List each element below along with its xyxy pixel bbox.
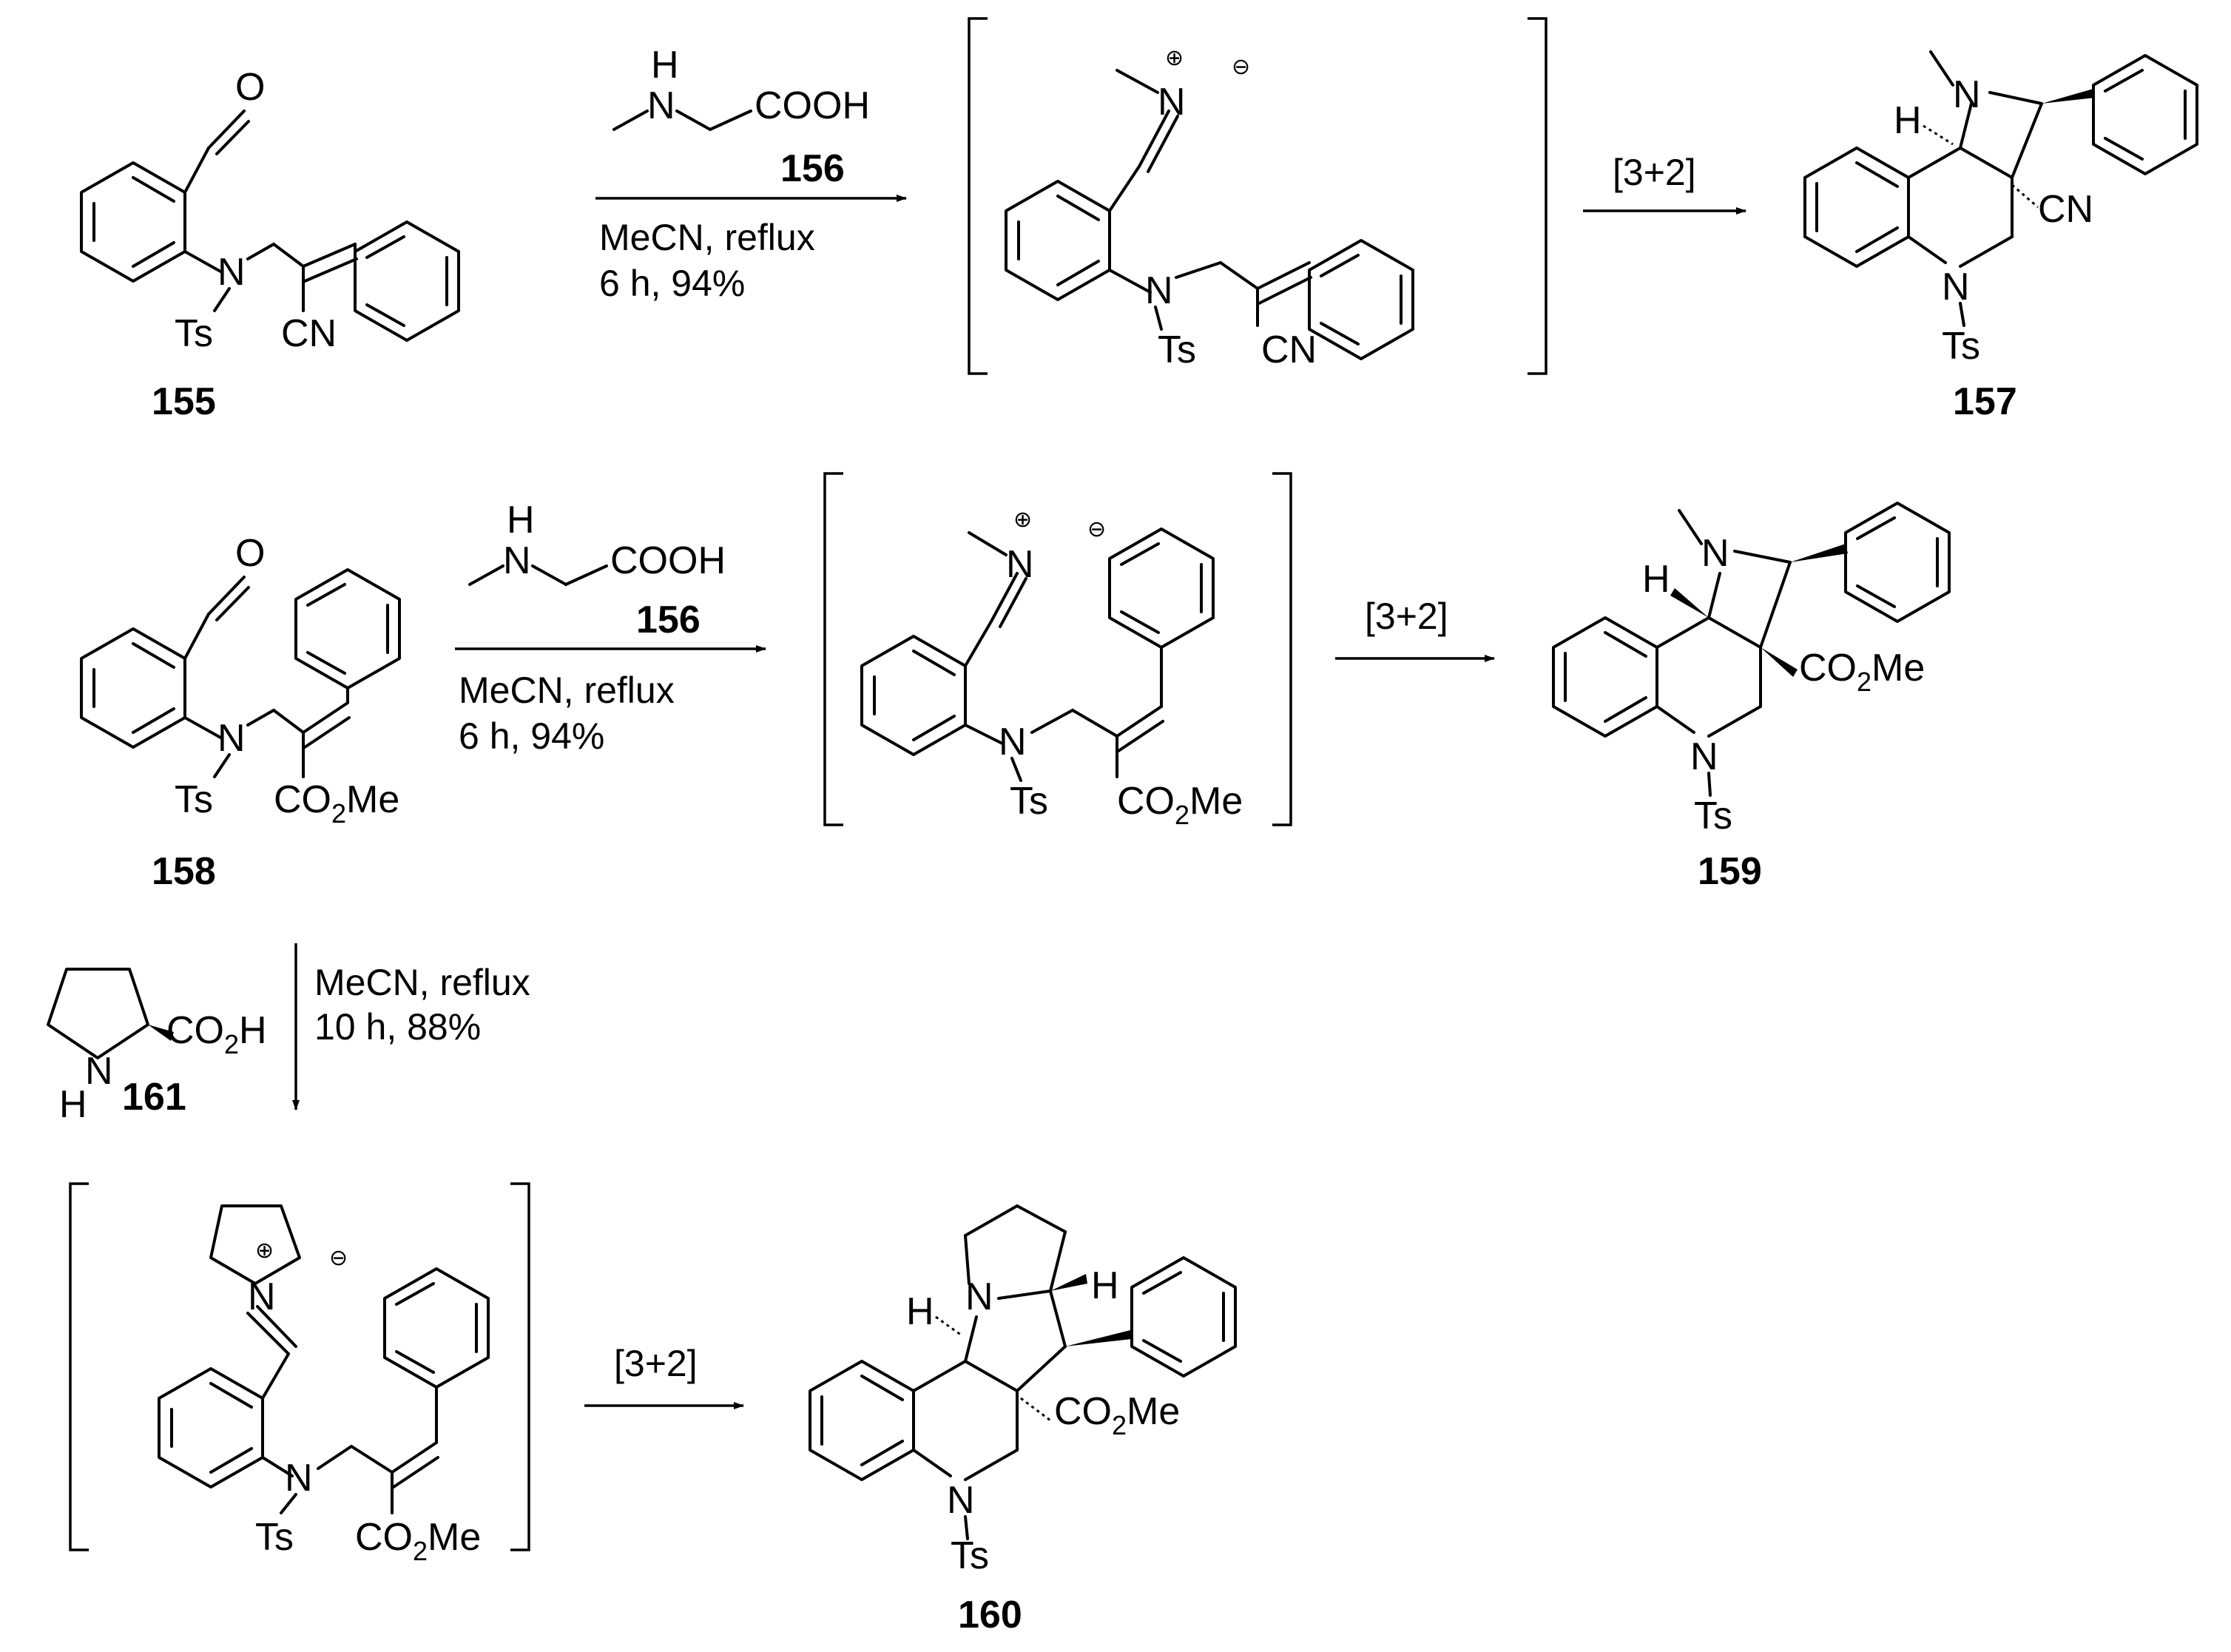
compound-label-158: 158 [152,850,216,893]
hydrogen-atom: H [59,1083,87,1126]
iminium-nitrogen: N [1158,81,1186,124]
svg-text:CO: CO [274,778,331,821]
nitrogen-atom: N [1145,269,1173,312]
intermediate-ylide-row1: N ⊕ ⊖ N Ts CN [968,17,1547,375]
oxygen-atom: O [235,66,265,109]
hydrogen-atom: H [651,44,679,87]
conditions-row1-time-yield: 6 h, 94% [599,263,745,304]
svg-text:2: 2 [1857,667,1871,697]
positive-charge: ⊕ [255,1238,274,1263]
svg-text:2: 2 [1175,800,1189,830]
compound-161-proline: N H CO 2 H [47,968,267,1126]
ester-group: CO 2 Me [1117,780,1243,830]
hydrogen-atom: H [1642,558,1670,601]
ester-group: CO 2 Me [1054,1390,1180,1440]
carboxyl-group: COOH [610,539,726,582]
ts-group: Ts [175,778,213,821]
svg-text:CO: CO [1117,780,1175,823]
ts-group: Ts [1942,325,1980,368]
svg-text:H: H [239,1009,267,1052]
svg-text:Me: Me [1127,1390,1180,1433]
reagent-156-row2: N H COOH [468,499,726,586]
nitrogen-atom: N [503,539,531,582]
compound-157: N Ts N H CN [1803,50,2198,368]
compound-159: N Ts N H CO 2 Me [1552,502,1951,837]
svg-text:CO: CO [1054,1390,1112,1433]
svg-text:Me: Me [428,1516,481,1559]
ts-group: Ts [175,312,213,355]
nitrogen-atom: N [1701,532,1729,575]
svg-text:Me: Me [1871,647,1925,690]
compound-155: O N Ts CN [80,66,460,355]
negative-charge: ⊖ [1087,517,1106,542]
compound-label-160: 160 [958,1594,1022,1636]
hydrogen-atom: H [507,499,535,542]
svg-text:2: 2 [413,1536,428,1566]
svg-text:2: 2 [331,798,346,829]
nitrogen-atom: N [217,717,246,760]
svg-text:2: 2 [224,1029,239,1059]
svg-text:CO: CO [355,1516,413,1559]
nitrile-group: CN [1261,328,1317,371]
carboxyl-group: COOH [755,84,870,127]
nitrogen-atom: N [1690,735,1718,778]
ts-group: Ts [1010,780,1048,823]
nitrogen-atom: N [1942,266,1970,309]
svg-text:Me: Me [1189,780,1243,823]
negative-charge: ⊖ [329,1246,348,1270]
negative-charge: ⊖ [1232,55,1250,79]
nitrogen-atom: N [999,721,1027,763]
svg-text:CO: CO [1799,647,1857,690]
nitrile-group: CN [281,312,337,355]
conditions-row3-solvent: MeCN, reflux [314,962,530,1003]
ts-group: Ts [255,1516,294,1559]
positive-charge: ⊕ [1013,508,1032,532]
intermediate-ylide-row3: N ⊕ ⊖ N Ts CO 2 Me [69,1182,530,1566]
svg-text:CO: CO [166,1009,224,1052]
ts-group: Ts [951,1534,989,1577]
hydrogen-atom: H [906,1290,934,1333]
nitrogen-atom: N [647,84,675,127]
reagent-156-row1: N H COOH [612,44,870,131]
svg-text:Me: Me [346,778,399,821]
intermediate-ylide-row2: N ⊕ ⊖ N Ts CO 2 Me [823,472,1292,830]
compound-160: N Ts N H H CO 2 Me [809,1204,1237,1577]
cycloaddition-label-row2: [3+2] [1365,596,1448,637]
conditions-row1-solvent: MeCN, reflux [599,217,815,258]
hydrogen-atom: H [1091,1264,1119,1307]
nitrogen-atom: N [85,1050,113,1093]
ester-group: CO 2 Me [274,778,399,829]
nitrile-group: CN [2038,188,2093,231]
compound-label-156-row2: 156 [636,599,701,641]
oxygen-atom: O [235,532,265,575]
conditions-row2-solvent: MeCN, reflux [459,670,675,711]
nitrogen-atom: N [285,1457,313,1500]
svg-text:2: 2 [1112,1410,1127,1440]
nitrogen-atom: N [217,251,246,294]
nitrogen-atom: N [1953,73,1981,116]
hydrogen-atom: H [1894,99,1922,142]
compound-158: O N Ts CO 2 Me [80,532,401,829]
cycloaddition-label-row3: [3+2] [614,1343,698,1384]
conditions-row2-time-yield: 6 h, 94% [459,715,604,757]
conditions-row3-time-yield: 10 h, 88% [314,1006,481,1048]
nitrogen-atom: N [947,1479,975,1522]
cycloaddition-label-row1: [3+2] [1613,152,1696,193]
positive-charge: ⊕ [1165,46,1184,70]
compound-label-159: 159 [1698,850,1762,893]
compound-label-161: 161 [122,1076,186,1119]
ester-group: CO 2 Me [355,1516,481,1566]
ts-group: Ts [1158,328,1196,371]
compound-label-157: 157 [1953,380,2017,423]
ts-group: Ts [1694,795,1732,837]
compound-label-155: 155 [152,380,216,423]
compound-label-156: 156 [780,147,845,190]
iminium-nitrogen: N [1006,543,1034,586]
carboxylic-acid-group: CO 2 H [166,1009,267,1059]
ester-group: CO 2 Me [1799,647,1925,697]
